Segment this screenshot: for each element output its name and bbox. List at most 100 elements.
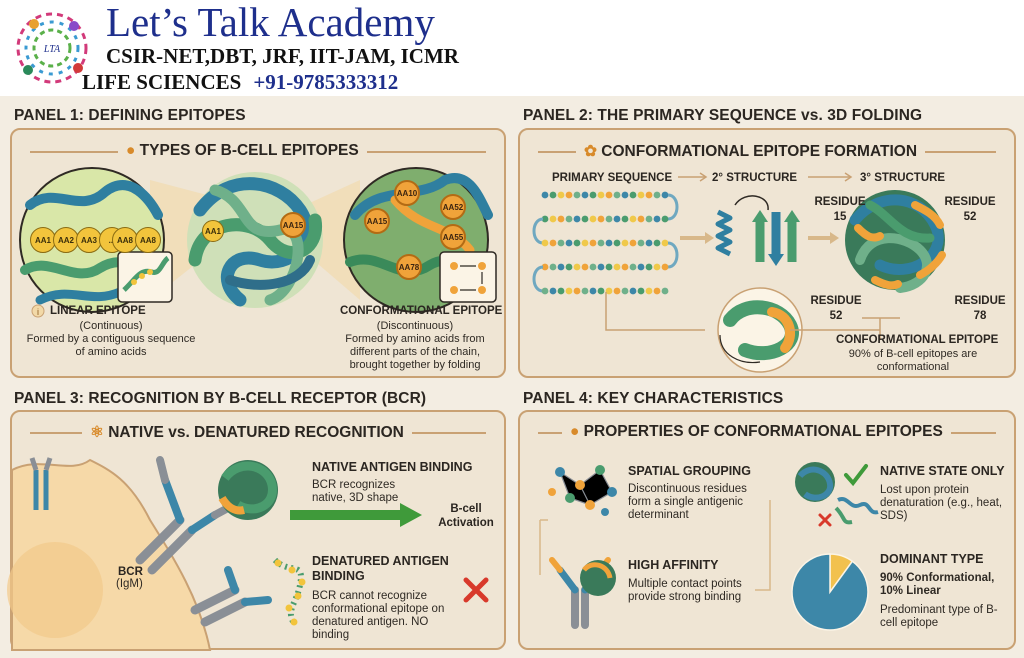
sequence-bead — [605, 263, 613, 271]
sequence-bead — [549, 191, 557, 199]
linear-epitope-title: LINEAR EPITOPE — [50, 305, 146, 317]
sequence-bead — [549, 215, 557, 223]
sequence-bead — [645, 215, 653, 223]
sequence-bead — [581, 239, 589, 247]
native-binding-title: NATIVE ANTIGEN BINDING — [312, 460, 473, 474]
step-secondary: 2° STRUCTURE — [712, 172, 798, 184]
sequence-bead — [541, 263, 549, 271]
sequence-bead — [629, 263, 637, 271]
sequence-bead — [653, 263, 661, 271]
panel2-section-title: ✿ CONFORMATIONAL EPITOPE FORMATION — [576, 142, 926, 161]
sequence-bead — [613, 287, 621, 295]
sequence-bead — [573, 191, 581, 199]
sequence-bead — [541, 191, 549, 199]
sequence-bead — [589, 191, 597, 199]
panel4-box — [518, 410, 1016, 650]
high-affinity-desc: Multiple contact points provide strong b… — [628, 578, 742, 603]
sequence-bead — [645, 239, 653, 247]
dominant-type-pie — [791, 553, 869, 631]
sequence-bead — [621, 239, 629, 247]
sequence-bead — [597, 239, 605, 247]
subject-line: LIFE SCIENCES +91-9785333312 — [82, 70, 398, 95]
panel1-section-title: ● TYPES OF B-CELL EPITOPES — [118, 142, 367, 160]
sequence-bead — [565, 263, 573, 271]
sequence-bead — [597, 287, 605, 295]
header-banner: LTA Let’s Talk Academy CSIR-NET,DBT, JRF… — [0, 0, 1024, 96]
conformational-epitope-sub: (Discontinuous) — [376, 320, 454, 332]
phone-number: +91-9785333312 — [253, 70, 399, 94]
center-residue-aa1: AA1 — [202, 220, 224, 242]
sequence-bead — [597, 263, 605, 271]
sequence-bead — [661, 215, 669, 223]
sequence-bead — [661, 191, 669, 199]
svg-text:i: i — [37, 307, 39, 317]
sequence-bead — [621, 215, 629, 223]
check-icon — [844, 464, 868, 487]
panel4-section-text: PROPERTIES OF CONFORMATIONAL EPITOPES — [583, 423, 943, 440]
linear-epitope-desc: Formed by a contiguous sequence of amino… — [26, 333, 196, 358]
subject-text: LIFE SCIENCES — [82, 70, 242, 94]
sequence-bead — [549, 263, 557, 271]
sequence-bead — [629, 215, 637, 223]
sequence-bead — [549, 287, 557, 295]
exam-list: CSIR-NET,DBT, JRF, IIT-JAM, ICMR — [106, 44, 459, 68]
sequence-bead — [637, 263, 645, 271]
sequence-bead — [661, 239, 669, 247]
sequence-bead — [597, 215, 605, 223]
sequence-turn — [667, 241, 679, 269]
sequence-bead — [589, 263, 597, 271]
sequence-bead — [605, 239, 613, 247]
sequence-bead — [613, 239, 621, 247]
panel3-section-title: ⚛ NATIVE vs. DENATURED RECOGNITION — [82, 423, 412, 442]
bcr-label: BCR — [118, 566, 143, 578]
high-affinity-title: HIGH AFFINITY — [628, 558, 719, 572]
residue-label: RESIDUE 78 — [954, 295, 1006, 322]
dominant-type-value: 90% Conformational, 10% Linear — [880, 572, 995, 597]
pie-slice-conformational — [791, 553, 869, 631]
panel2-section-text: CONFORMATIONAL EPITOPE FORMATION — [601, 143, 918, 160]
sequence-bead — [581, 215, 589, 223]
sequence-bead — [541, 287, 549, 295]
primary-sequence-chain — [532, 191, 679, 295]
no-binding-x-icon — [463, 577, 489, 603]
sequence-bead — [661, 263, 669, 271]
conformational-epitope-desc: Formed by amino acids from different par… — [345, 333, 485, 371]
sequence-bead — [597, 191, 605, 199]
native-state-title: NATIVE STATE ONLY — [880, 464, 1005, 478]
step-primary: PRIMARY SEQUENCE — [552, 172, 673, 184]
sequence-bead — [573, 215, 581, 223]
native-binding-desc: BCR recognizes native, 3D shape — [312, 479, 399, 504]
sequence-bead — [645, 287, 653, 295]
residue-label: RESIDUE 52 — [810, 295, 862, 322]
dominant-type-title: DOMINANT TYPE — [880, 552, 984, 566]
conf-residue: AA78 — [396, 254, 422, 280]
sequence-bead — [653, 191, 661, 199]
denatured-binding-desc: BCR cannot recognize conformational epit… — [312, 590, 445, 641]
sequence-bead — [573, 239, 581, 247]
sequence-bead — [629, 239, 637, 247]
panel3-section-text: NATIVE vs. DENATURED RECOGNITION — [108, 424, 404, 441]
panel2-epitope-desc: 90% of B-cell epitopes are conformationa… — [848, 348, 978, 373]
sequence-bead — [637, 191, 645, 199]
sequence-bead — [645, 191, 653, 199]
sequence-bead — [613, 191, 621, 199]
spatial-grouping-title: SPATIAL GROUPING — [628, 464, 751, 478]
sequence-bead — [573, 287, 581, 295]
sequence-bead — [661, 287, 669, 295]
denatured-x-icon — [818, 513, 832, 527]
sequence-bead — [621, 191, 629, 199]
sequence-bead — [613, 263, 621, 271]
sequence-bead — [557, 191, 565, 199]
sequence-bead — [637, 239, 645, 247]
sequence-bead — [557, 239, 565, 247]
sequence-bead — [629, 191, 637, 199]
conf-residue: AA15 — [364, 208, 390, 234]
sequence-bead — [565, 287, 573, 295]
sequence-bead — [541, 239, 549, 247]
academy-logo: LTA — [16, 12, 88, 84]
residue-label: RESIDUE 52 — [944, 196, 996, 223]
linear-residue: AA1 — [30, 227, 56, 253]
conf-residue: AA10 — [394, 180, 420, 206]
sequence-bead — [653, 215, 661, 223]
